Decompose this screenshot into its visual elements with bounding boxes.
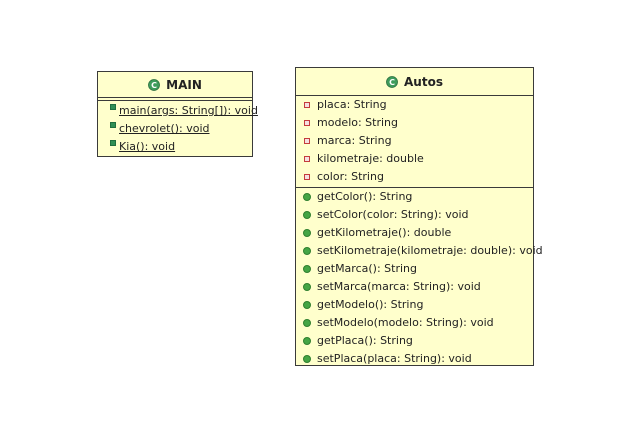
method-row: main(args: String[]): void <box>98 102 258 120</box>
method-row: setModelo(modelo: String): void <box>296 314 533 332</box>
static-method-icon <box>110 140 116 146</box>
attribute-text: modelo: String <box>317 116 399 129</box>
class-main-title: MAIN <box>166 77 202 92</box>
class-autos-methods: getColor(): String setColor(color: Strin… <box>296 188 543 368</box>
method-text: Kia(): void <box>119 140 176 153</box>
attribute-row: placa: String <box>296 96 533 114</box>
method-text: setColor(color: String): void <box>317 208 469 221</box>
method-text: getColor(): String <box>317 190 413 203</box>
public-method-icon <box>303 319 311 327</box>
private-field-icon <box>304 174 310 180</box>
attribute-row: kilometraje: double <box>296 150 533 168</box>
class-autos-attributes: placa: String modelo: String marca: Stri… <box>296 96 533 188</box>
public-method-icon <box>303 355 311 363</box>
svg-text:C: C <box>151 81 157 90</box>
public-method-icon <box>303 265 311 273</box>
private-field-icon <box>304 156 310 162</box>
method-text: getPlaca(): String <box>317 334 413 347</box>
method-text: getMarca(): String <box>317 262 417 275</box>
method-row: chevrolet(): void <box>98 120 252 138</box>
method-text: main(args: String[]): void <box>119 104 258 117</box>
attribute-text: marca: String <box>317 134 392 147</box>
method-text: setKilometraje(kilometraje: double): voi… <box>317 244 543 257</box>
svg-text:C: C <box>389 78 395 87</box>
class-main-attributes <box>98 98 252 101</box>
method-text: chevrolet(): void <box>119 122 210 135</box>
static-method-icon <box>110 104 116 110</box>
method-row: getModelo(): String <box>296 296 533 314</box>
public-method-icon <box>303 301 311 309</box>
method-row: getMarca(): String <box>296 260 533 278</box>
method-row: getKilometraje(): double <box>296 224 533 242</box>
method-row: setColor(color: String): void <box>296 206 533 224</box>
class-c-icon: C <box>386 75 398 88</box>
static-method-icon <box>110 122 116 128</box>
attribute-text: kilometraje: double <box>317 152 424 165</box>
public-method-icon <box>303 193 311 201</box>
class-autos-header: C Autos <box>296 68 533 96</box>
class-main-header: C MAIN <box>98 72 252 98</box>
method-row: setPlaca(placa: String): void <box>296 350 533 368</box>
class-autos-title: Autos <box>404 74 443 89</box>
class-main[interactable]: C MAIN main(args: String[]): void chevro… <box>97 71 258 157</box>
attribute-row: color: String <box>296 168 533 186</box>
method-text: setModelo(modelo: String): void <box>317 316 494 329</box>
private-field-icon <box>304 120 310 126</box>
method-row: getPlaca(): String <box>296 332 533 350</box>
private-field-icon <box>304 138 310 144</box>
method-row: Kia(): void <box>98 138 252 156</box>
attribute-text: color: String <box>317 170 384 183</box>
public-method-icon <box>303 211 311 219</box>
attribute-text: placa: String <box>317 98 387 111</box>
method-text: getKilometraje(): double <box>317 226 452 239</box>
private-field-icon <box>304 102 310 108</box>
class-c-icon: C <box>148 78 161 91</box>
class-main-methods: main(args: String[]): void chevrolet(): … <box>98 101 258 156</box>
method-text: getModelo(): String <box>317 298 424 311</box>
method-text: setPlaca(placa: String): void <box>317 352 472 365</box>
attribute-row: marca: String <box>296 132 533 150</box>
method-row: getColor(): String <box>296 188 533 206</box>
attribute-row: modelo: String <box>296 114 533 132</box>
public-method-icon <box>303 283 311 291</box>
public-method-icon <box>303 247 311 255</box>
method-row: setMarca(marca: String): void <box>296 278 533 296</box>
public-method-icon <box>303 229 311 237</box>
method-text: setMarca(marca: String): void <box>317 280 481 293</box>
class-autos[interactable]: C Autos placa: String modelo: String mar… <box>295 67 543 368</box>
method-row: setKilometraje(kilometraje: double): voi… <box>296 242 543 260</box>
public-method-icon <box>303 337 311 345</box>
